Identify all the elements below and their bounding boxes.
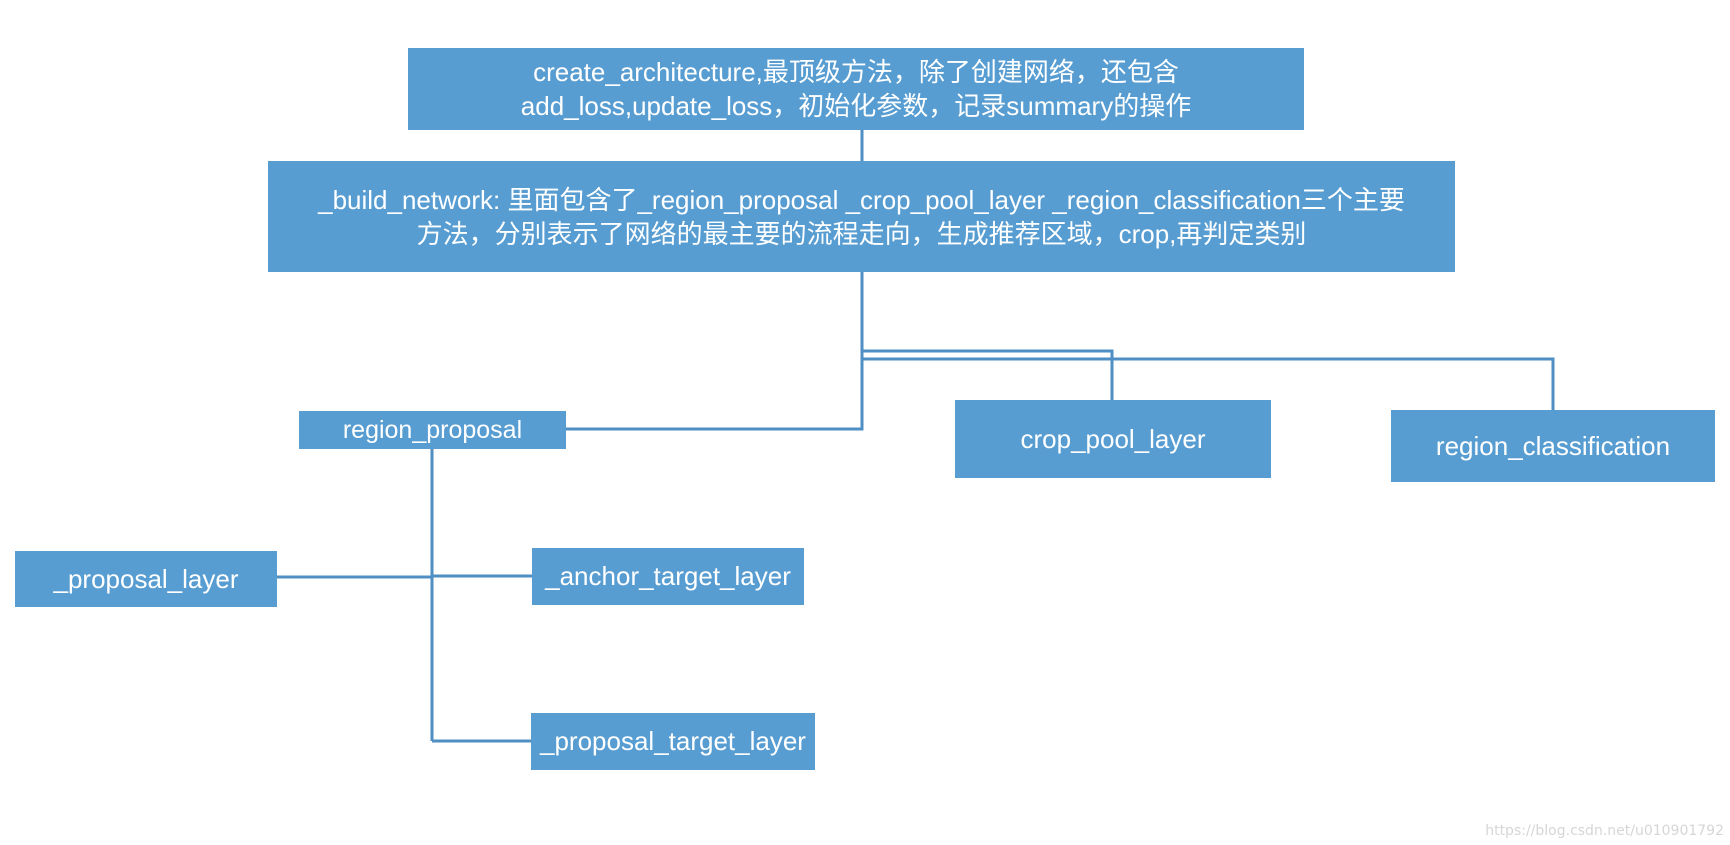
proposal-target-layer-label: _proposal_target_layer [540, 726, 806, 756]
create-architecture-line-1: create_architecture,最顶级方法，除了创建网络，还包含 [533, 57, 1179, 87]
build-network-line-1: _build_network: 里面包含了_region_proposal _c… [318, 184, 1405, 215]
region-classification-box: region_classification [1391, 410, 1715, 482]
crop-pool-layer-label: crop_pool_layer [1020, 423, 1206, 454]
crop-pool-layer-box: crop_pool_layer [955, 400, 1271, 478]
region-classification-label: region_classification [1435, 430, 1671, 461]
region-proposal-label: region_proposal [342, 415, 523, 444]
create-architecture-box: create_architecture,最顶级方法，除了创建网络，还包含 add… [408, 48, 1304, 130]
connector-build-to-region-proposal [566, 272, 864, 431]
watermark: https://blog.csdn.net/u010901792 [1485, 823, 1724, 839]
build-network-line-2: 方法，分别表示了网络的最主要的流程走向，生成推荐区域，crop,再判定类别 [416, 218, 1307, 249]
proposal-layer-box: _proposal_layer [15, 551, 277, 607]
connector-build-to-crop-pool [862, 349, 1114, 400]
build-network-box: _build_network: 里面包含了_region_proposal _c… [268, 161, 1455, 272]
connector-build-to-region-classification [862, 357, 1555, 410]
region-proposal-box: region_proposal [299, 411, 566, 449]
anchor-target-layer-box: _anchor_target_layer [532, 548, 804, 605]
proposal-target-layer-box: _proposal_target_layer [531, 713, 815, 770]
create-architecture-line-2: add_loss,update_loss，初始化参数，记录summary的操作 [520, 91, 1192, 121]
anchor-target-layer-label: _anchor_target_layer [545, 561, 791, 591]
proposal-layer-label: _proposal_layer [53, 563, 239, 594]
